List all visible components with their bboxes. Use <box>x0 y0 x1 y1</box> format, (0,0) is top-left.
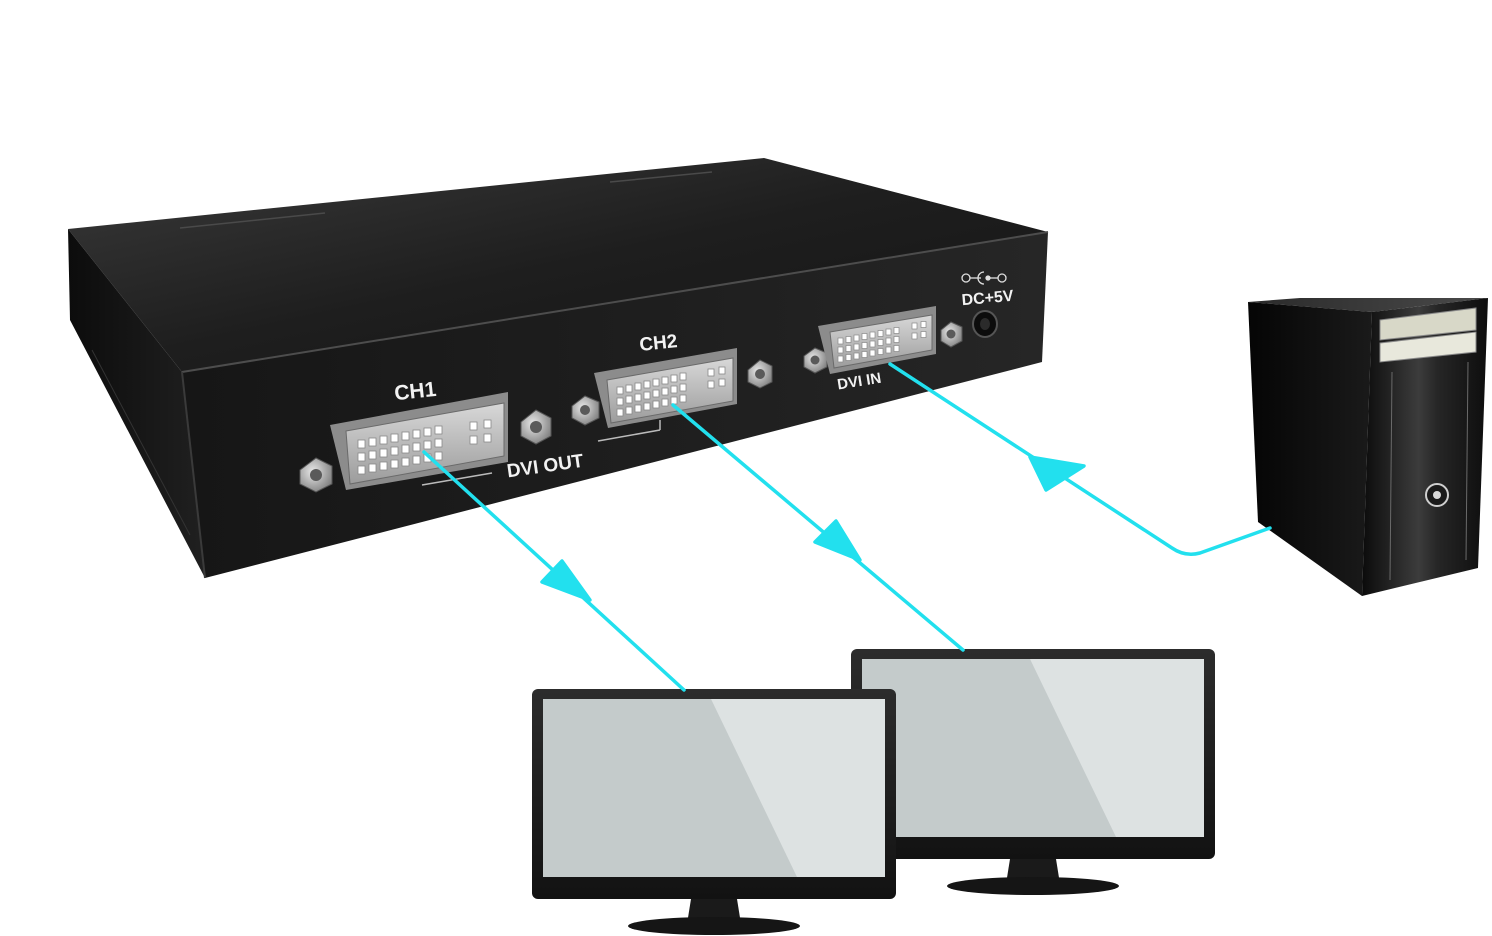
screw-hole <box>310 469 322 481</box>
pc-side <box>1248 302 1372 596</box>
screw-hole <box>530 421 542 433</box>
pc-tower-icon <box>1248 298 1488 596</box>
splitter-left-side <box>68 229 205 578</box>
screen-glare <box>711 699 885 877</box>
connector-pins <box>616 366 726 417</box>
screw-hole <box>580 405 590 415</box>
screen-glare <box>1030 659 1204 837</box>
dvi-out-bracket-line <box>597 429 661 442</box>
cable-pc-to-dvi-in <box>888 362 1272 556</box>
pc-front-line <box>1389 371 1393 581</box>
arrow-down-icon <box>540 559 592 602</box>
panel-left-edge <box>181 371 206 579</box>
screw-hole <box>755 369 765 379</box>
dc-polarity-icon <box>961 271 1007 285</box>
side-edge-line <box>91 349 191 536</box>
pc-top <box>1248 298 1488 312</box>
top-seam-line <box>179 212 326 229</box>
panel-top-edge <box>181 231 1049 373</box>
pc-power-led <box>1433 491 1441 499</box>
pc-front <box>1362 298 1488 596</box>
monitor-2-base <box>947 877 1119 895</box>
dvi-out-ch2-port <box>571 348 773 428</box>
pc-drive-bay <box>1379 307 1477 341</box>
dvi-splitter-icon: CH1 CH2 DVI OUT DVI IN DC+5V <box>68 158 1049 579</box>
dvi-in-label: DVI IN <box>836 370 882 394</box>
ch1-label: CH1 <box>393 378 438 405</box>
dc-5v-label: DC+5V <box>961 288 1015 309</box>
dvi-out-bracket-line <box>421 472 493 486</box>
splitter-top-panel <box>68 158 1048 372</box>
arrow-up-icon <box>1028 455 1086 492</box>
pc-front-line <box>1465 361 1469 561</box>
dc-power-jack <box>972 310 998 338</box>
monitor-icon <box>851 649 1215 895</box>
top-seam-line <box>609 171 713 183</box>
monitor-icon <box>532 689 896 935</box>
dvi-out-ch1-port <box>299 392 552 493</box>
pc-drive-bay <box>1379 331 1477 363</box>
monitor-1-base <box>628 917 800 935</box>
screw-hole <box>810 355 820 365</box>
screw-hole <box>946 329 956 339</box>
connector-pins <box>357 419 492 475</box>
cable-ch2-to-monitor-2 <box>671 403 965 652</box>
arrow-down-icon <box>813 519 862 562</box>
ch2-label: CH2 <box>638 331 678 356</box>
connection-lines <box>422 362 1272 692</box>
dvi-in-port <box>803 306 963 374</box>
connector-pins <box>837 321 927 363</box>
